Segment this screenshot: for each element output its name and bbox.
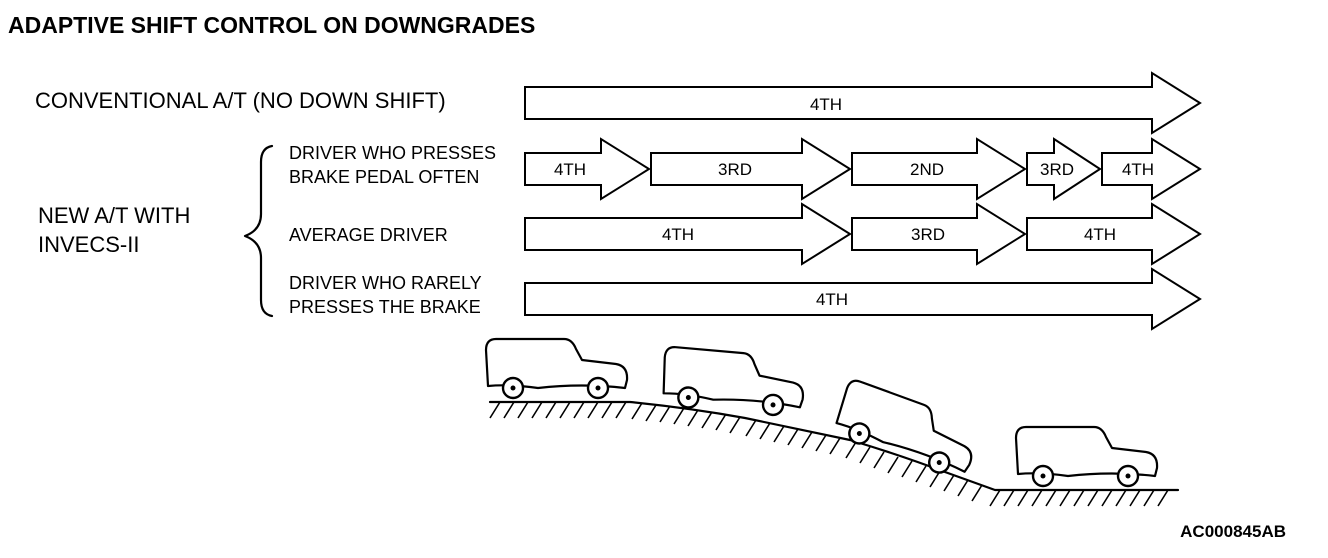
brace xyxy=(243,144,274,318)
downgrade-slope xyxy=(488,400,1180,507)
gear-label: 4TH xyxy=(810,95,842,114)
driver-3-arrows: 4TH xyxy=(524,267,1202,331)
car-illustration xyxy=(835,379,973,474)
shift-arrow xyxy=(524,202,852,266)
conventional-arrows: 4TH xyxy=(524,71,1202,135)
shift-arrow xyxy=(524,267,1202,331)
driver-3-label-line2: PRESSES THE BRAKE xyxy=(289,297,481,317)
shift-arrow xyxy=(524,71,1202,135)
shift-arrow xyxy=(524,137,651,201)
driver-2-label: AVERAGE DRIVER xyxy=(289,225,448,245)
shift-arrow xyxy=(1026,202,1202,266)
gear-label: 3RD xyxy=(1040,160,1074,179)
shift-arrow xyxy=(1101,137,1202,201)
new-at-label-line2: INVECS-II xyxy=(38,232,139,257)
driver-1-label-line1: DRIVER WHO PRESSES xyxy=(289,143,496,163)
driver-1-arrows: 4TH 3RD 2ND 3RD 4TH xyxy=(524,137,1202,201)
gear-label: 4TH xyxy=(1084,225,1116,244)
shift-arrow xyxy=(851,137,1027,201)
car-illustration xyxy=(1014,425,1159,488)
gear-label: 3RD xyxy=(911,225,945,244)
shift-arrow xyxy=(851,202,1027,266)
shift-arrow xyxy=(1026,137,1102,201)
gear-label: 3RD xyxy=(718,160,752,179)
gear-label: 2ND xyxy=(910,160,944,179)
car-illustration xyxy=(662,346,805,417)
gear-label: 4TH xyxy=(816,290,848,309)
ground-hatching xyxy=(489,401,1169,507)
ground-line xyxy=(488,400,1180,492)
shift-arrow xyxy=(650,137,852,201)
car-illustration xyxy=(484,337,629,400)
gear-label: 4TH xyxy=(554,160,586,179)
driver-2-arrows: 4TH 3RD 4TH xyxy=(524,202,1202,266)
driver-1-label-line2: BRAKE PEDAL OFTEN xyxy=(289,167,479,187)
figure-code: AC000845AB xyxy=(1180,522,1286,541)
conventional-label: CONVENTIONAL A/T (NO DOWN SHIFT) xyxy=(35,88,446,113)
gear-label: 4TH xyxy=(662,225,694,244)
diagram-title: ADAPTIVE SHIFT CONTROL ON DOWNGRADES xyxy=(8,12,535,38)
new-at-label-line1: NEW A/T WITH xyxy=(38,203,190,228)
gear-label: 4TH xyxy=(1122,160,1154,179)
driver-3-label-line1: DRIVER WHO RARELY xyxy=(289,273,482,293)
